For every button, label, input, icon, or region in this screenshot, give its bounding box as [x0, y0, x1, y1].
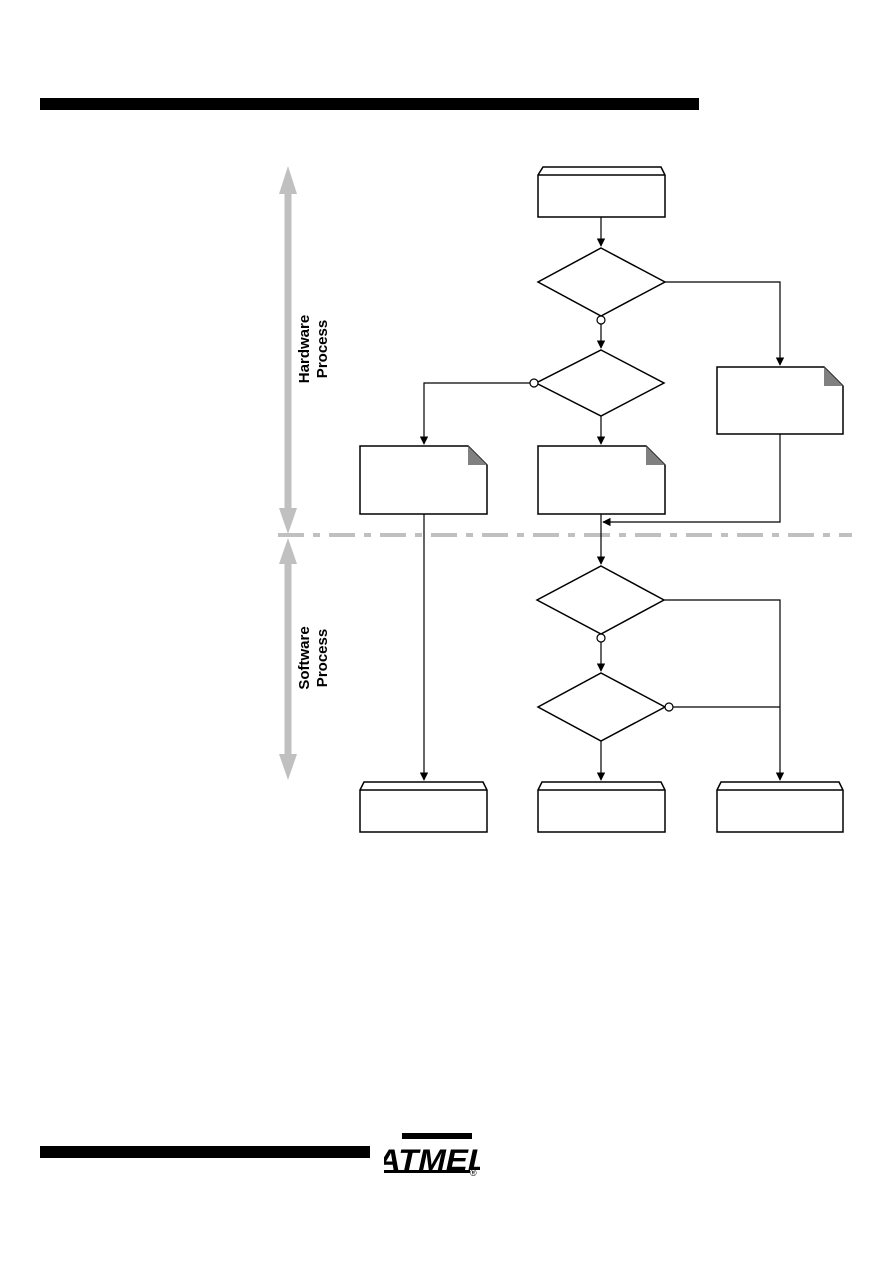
software-label-line2: Process	[314, 629, 331, 687]
decision-4	[536, 672, 667, 742]
end-box-center	[537, 781, 666, 833]
process-box-center	[537, 445, 666, 515]
connectors	[419, 217, 785, 781]
hardware-span-arrow	[279, 166, 297, 534]
software-label-line1: Software	[296, 626, 313, 689]
end-box-left	[359, 781, 488, 833]
decision-2	[534, 349, 666, 417]
end-box-right	[716, 781, 844, 833]
trademark-symbol: ®	[470, 1168, 477, 1178]
decision-3	[535, 565, 666, 635]
atmel-logo: ATMEL ®	[384, 1133, 480, 1178]
decision-1	[536, 247, 667, 317]
hardware-label-line1: Hardware	[296, 315, 313, 383]
footer-rule	[40, 1146, 370, 1158]
process-box-left	[359, 445, 488, 515]
software-span-arrow	[279, 538, 297, 780]
hardware-label-line2: Process	[314, 320, 331, 378]
branch-circles	[529, 315, 674, 712]
header-rule	[40, 98, 699, 110]
process-box-right	[716, 366, 844, 435]
start-box	[537, 166, 666, 218]
